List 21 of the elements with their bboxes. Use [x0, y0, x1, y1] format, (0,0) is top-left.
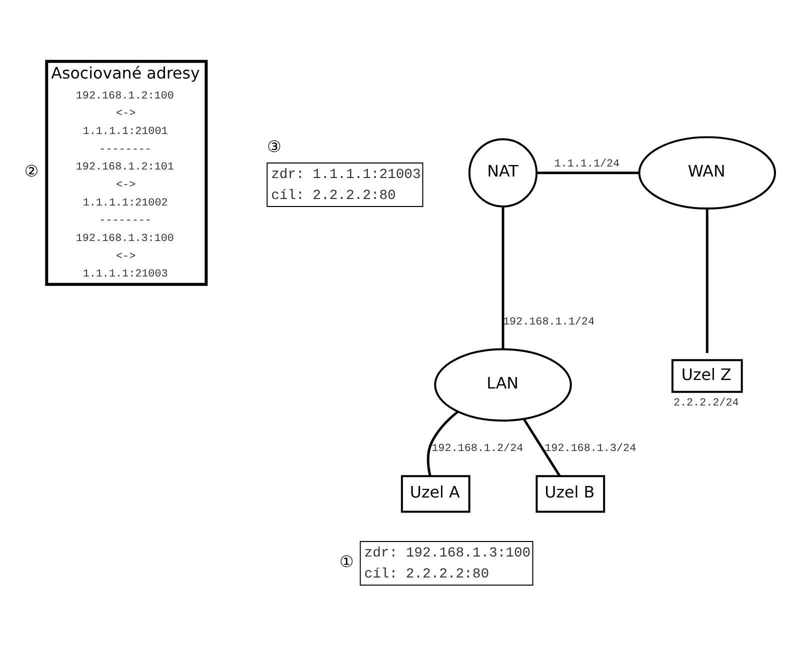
- node-box: Uzel Z: [671, 359, 743, 393]
- edge-label: 192.168.1.3/24: [544, 443, 636, 456]
- node-label: ①: [339, 552, 354, 572]
- node-label: 2.2.2.2/24: [673, 398, 739, 410]
- node-box: Uzel B: [536, 475, 606, 513]
- connector: [426, 410, 459, 476]
- connector: [522, 418, 561, 477]
- node-box: zdr: 192.168.1.3:100 cíl: 2.2.2.2:80: [360, 541, 534, 586]
- node-box: Uzel A: [400, 475, 470, 513]
- edge-label: 1.1.1.1/24: [554, 158, 620, 171]
- edge-label: 192.168.1.2/24: [432, 443, 524, 456]
- connector: [536, 172, 640, 174]
- node-box: zdr: 1.1.1.1:21003 cíl: 2.2.2.2:80: [266, 162, 424, 208]
- node-label: ②: [24, 162, 39, 181]
- node-box: Asociované adresy 192.168.1.2:100 <-> 1.1.1.1:21001 -------- 192.168.1.2:101 <-> 1.1.1.1:21002 -------- 192.168.1.3:100 <-> 1.1.1.1:21003: [45, 60, 208, 286]
- connector: [706, 208, 708, 353]
- node-circle: NAT: [468, 138, 538, 208]
- node-label: ③: [267, 136, 282, 156]
- connector: [502, 206, 504, 350]
- node-ellipse: LAN: [434, 348, 572, 422]
- node-ellipse: WAN: [638, 136, 776, 210]
